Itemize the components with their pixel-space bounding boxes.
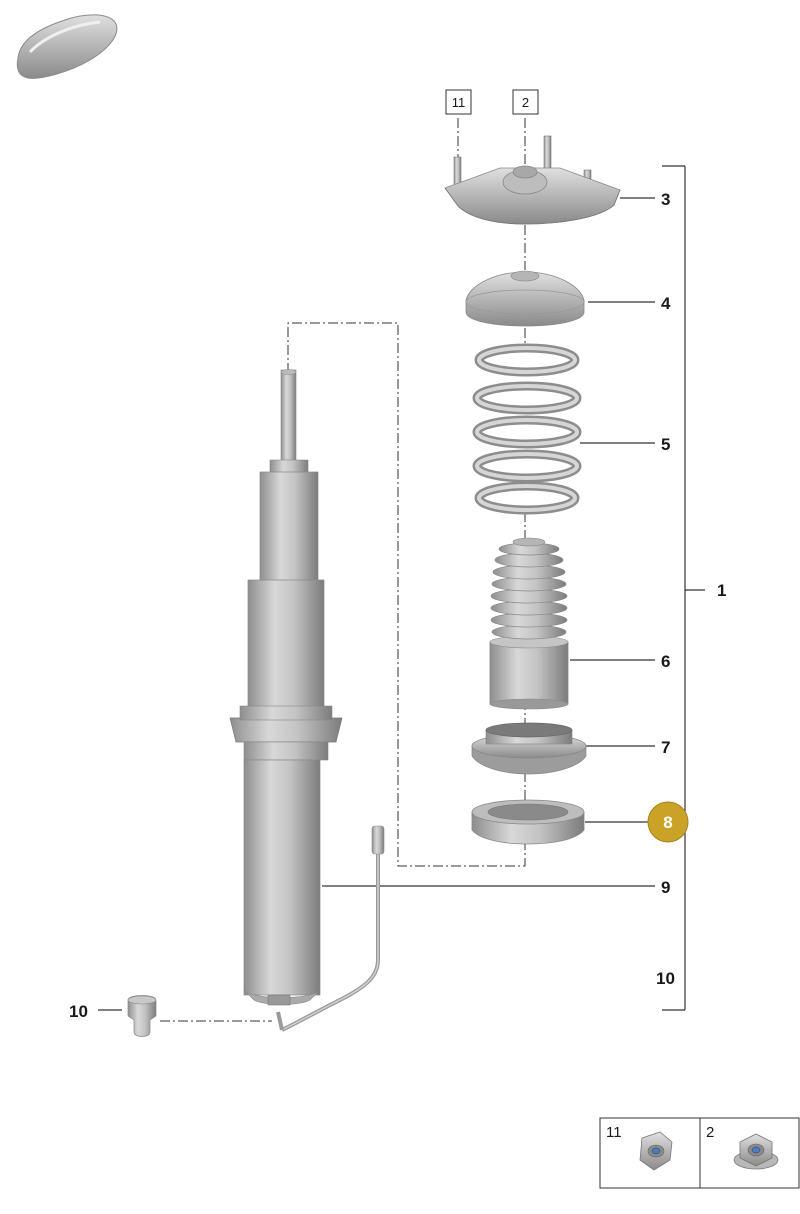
callout-9[interactable]: 9: [661, 878, 670, 897]
callout-label-2: 2: [522, 95, 529, 110]
lower-spring-seat-part[interactable]: [471, 722, 587, 775]
assembly-path-lines: [160, 118, 526, 1022]
callout-box-11[interactable]: 11: [445, 89, 472, 115]
callout-7[interactable]: 7: [661, 738, 670, 757]
flange-nut-icon[interactable]: [733, 1133, 779, 1170]
callout-label-11: 11: [452, 95, 466, 110]
assembly-bracket: [662, 165, 705, 1011]
callout-5[interactable]: 5: [661, 435, 670, 454]
callout-10-right[interactable]: 10: [656, 969, 675, 988]
cap-connector-part[interactable]: [127, 995, 157, 1037]
legend-label-2: 2: [706, 1124, 714, 1141]
fastener-legend: 11 2: [599, 1117, 800, 1189]
callout-8-highlight[interactable]: 8: [647, 801, 689, 843]
callout-10-left[interactable]: 10: [69, 1002, 88, 1021]
top-mount-part[interactable]: [444, 135, 621, 225]
car-silhouette-icon: [16, 14, 118, 79]
callout-4[interactable]: 4: [661, 294, 671, 313]
coil-spring-part[interactable]: [472, 343, 582, 515]
callout-6[interactable]: 6: [661, 652, 670, 671]
protective-bellows-part[interactable]: [489, 537, 569, 710]
legend-label-11: 11: [606, 1124, 622, 1141]
callout-1[interactable]: 1: [717, 581, 726, 600]
shock-absorber-part[interactable]: [229, 369, 385, 1032]
spacer-ring-part[interactable]: [471, 799, 585, 845]
upper-spring-seat-part[interactable]: [465, 270, 585, 327]
hex-nut-icon[interactable]: [639, 1131, 673, 1171]
callout-3[interactable]: 3: [661, 190, 670, 209]
callout-8: 8: [663, 813, 672, 832]
callout-box-2[interactable]: 2: [512, 89, 539, 115]
